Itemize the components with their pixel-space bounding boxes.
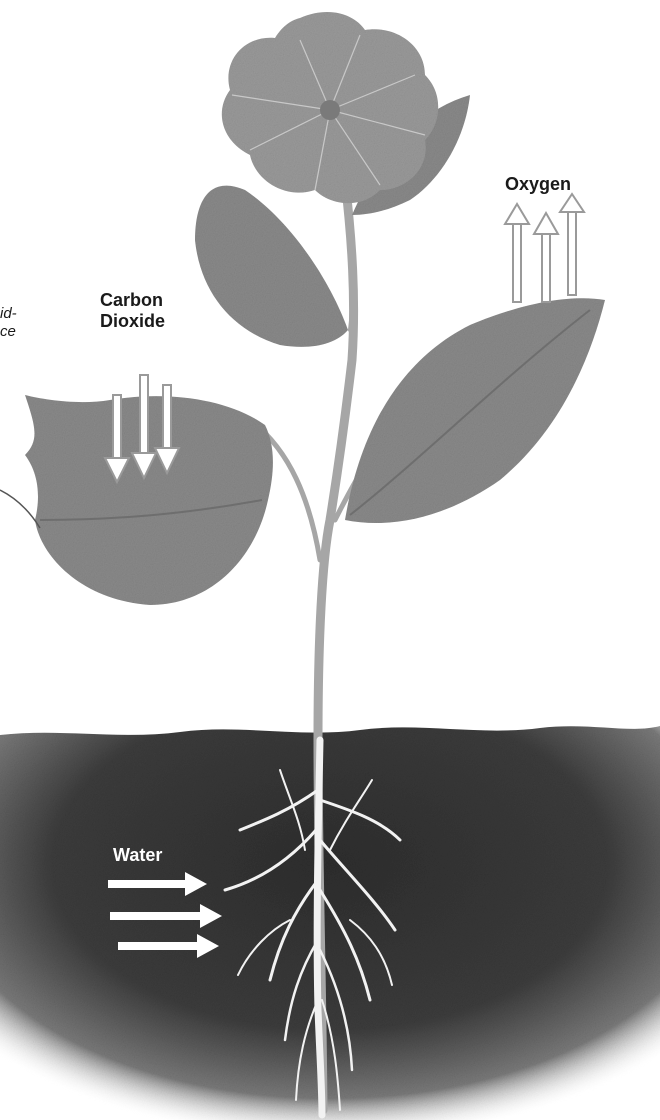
- leaf-upper-left: [195, 186, 348, 347]
- flower: [222, 12, 438, 203]
- oxygen-arrow: [560, 194, 584, 295]
- oxygen-label: Oxygen: [505, 174, 571, 195]
- carbon-dioxide-label: Carbon Dioxide: [100, 290, 165, 331]
- carbon-dioxide-label-line1: Carbon: [100, 290, 165, 311]
- water-label: Water: [113, 845, 162, 866]
- soil: [0, 726, 660, 1120]
- leaf-right: [345, 298, 605, 523]
- cropped-caption-line1: id-: [0, 305, 17, 323]
- leaf-left: [0, 395, 273, 605]
- oxygen-arrow: [534, 213, 558, 302]
- carbon-dioxide-label-line2: Dioxide: [100, 311, 165, 332]
- water-arrows: [108, 872, 222, 958]
- oxygen-arrow: [505, 204, 529, 302]
- carbon-dioxide-arrows: [105, 375, 179, 482]
- oxygen-arrows: [505, 194, 584, 302]
- cropped-caption-line2: ce: [0, 323, 17, 341]
- cropped-caption-fragment: id- ce: [0, 305, 17, 341]
